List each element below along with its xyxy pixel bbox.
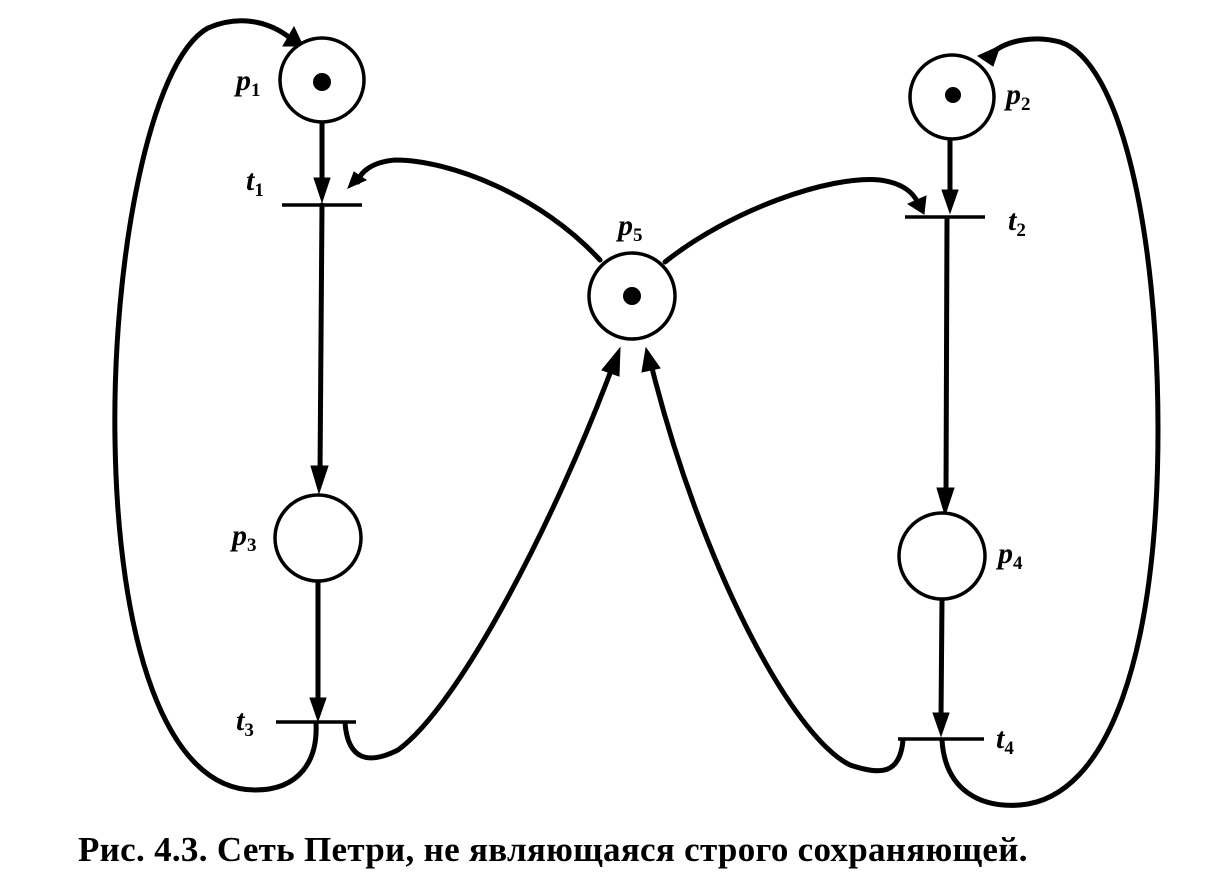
arrowhead-t2-p4: [936, 487, 955, 517]
label-t1: t1: [246, 164, 264, 201]
arc-t3-p1: [112, 18, 319, 793]
arrowhead-p3-t3: [309, 697, 327, 723]
arrowhead-t3-p1: [282, 25, 304, 47]
arrowhead-p1-t1: [313, 177, 331, 204]
label-t3: t3: [236, 704, 254, 741]
arrowhead-t4-p2: [976, 45, 1001, 67]
label-p3: p3: [229, 519, 257, 556]
arrowhead-t3-p5: [601, 346, 621, 377]
label-t2: t2: [1008, 204, 1026, 241]
arc-t1-p3: [317, 202, 325, 477]
arc-p4-t4: [938, 597, 945, 721]
token-p2: [945, 87, 961, 103]
arrowhead-t4-p5: [641, 346, 661, 373]
label-p5: p5: [615, 209, 643, 246]
place-p3: [273, 493, 363, 583]
arc-p5-t1: [355, 157, 603, 263]
token-p1: [313, 73, 331, 91]
arrowhead-p5-t2: [906, 195, 927, 215]
arrowhead-t1-p3: [310, 465, 329, 495]
arrowhead-p5-t1: [347, 171, 368, 189]
label-t4: t4: [996, 722, 1014, 759]
label-p2: p2: [1003, 78, 1031, 115]
arc-t4-p2: [939, 36, 1161, 808]
arc-p5-t2: [662, 177, 923, 265]
label-p1: p1: [233, 64, 261, 101]
place-p4: [897, 511, 987, 601]
petri-net-diagram: p1 p2 p3 p4 p5 t1 t2 t3 t4: [112, 18, 1161, 808]
figure-caption: Рис. 4.3. Сеть Петри, не являющаяся стро…: [78, 830, 1028, 869]
arc-t4-p5: [649, 365, 906, 774]
label-p4: p4: [995, 537, 1023, 574]
token-p5: [623, 287, 641, 305]
arrowhead-p2-t2: [941, 189, 959, 215]
arc-t3-p5: [342, 365, 615, 761]
arrowhead-p4-t4: [932, 712, 950, 738]
arc-t2-p4: [943, 216, 950, 498]
